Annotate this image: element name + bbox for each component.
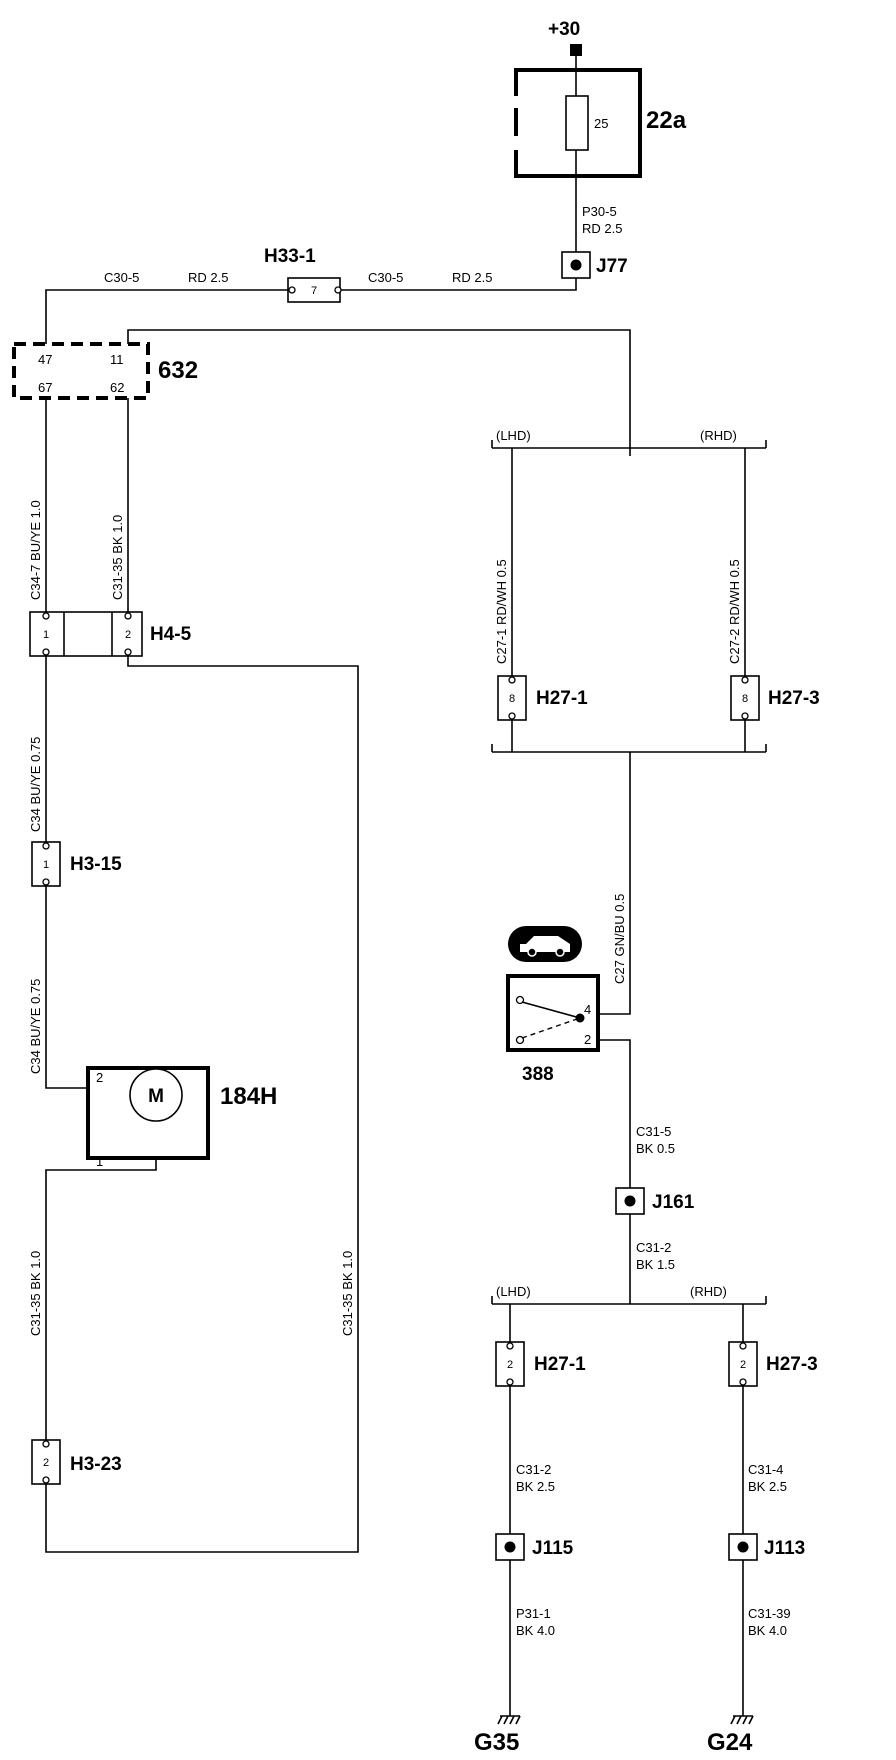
wire-c30-5-left-spec: RD 2.5 xyxy=(188,270,228,285)
svg-text:8: 8 xyxy=(509,693,515,705)
connector-h27-1-top-label: H27-1 xyxy=(536,688,588,709)
motor-symbol: M xyxy=(148,1086,164,1107)
ground-g24-label: G24 xyxy=(707,1729,753,1756)
variant-rhd-lower: (RHD) xyxy=(690,1284,727,1299)
svg-text:7: 7 xyxy=(311,285,317,297)
splice-j161-label: J161 xyxy=(652,1192,695,1213)
wire-c31-35-right-label: C31-35 BK 1.0 xyxy=(340,1251,355,1336)
variant-lhd-upper: (LHD) xyxy=(496,428,531,443)
wire-c34-a-label: C34 BU/YE 0.75 xyxy=(28,737,43,832)
connector-h27-3-top-label: H27-3 xyxy=(768,688,820,709)
connector-h33-1: H33-1 7 xyxy=(264,246,342,303)
svg-text:8: 8 xyxy=(742,693,748,705)
splice-j77: J77 xyxy=(561,251,628,279)
wire-c34-7-label: C34-7 BU/YE 1.0 xyxy=(28,500,43,600)
splice-j161: J161 xyxy=(615,1187,695,1215)
wire-p31-1-spec: BK 4.0 xyxy=(516,1623,555,1638)
connector-632-label: 632 xyxy=(158,357,198,384)
wire-c31-4-code: C31-4 xyxy=(748,1462,783,1477)
trunk-icon xyxy=(508,926,582,962)
wire-c31-4-spec: BK 2.5 xyxy=(748,1479,787,1494)
connector-h27-3-bottom: 2 H27-3 xyxy=(728,1341,818,1387)
fuse-rating: 25 xyxy=(594,116,608,131)
motor-label: 184H xyxy=(220,1083,277,1110)
wire-c30-5-right-spec: RD 2.5 xyxy=(452,270,492,285)
svg-text:2: 2 xyxy=(507,1359,513,1371)
splice-j113: J113 xyxy=(728,1533,805,1561)
svg-text:2: 2 xyxy=(740,1359,746,1371)
wire-p30-5-code: P30-5 xyxy=(582,204,617,219)
power-supply: +30 xyxy=(548,19,582,56)
wire-c31-35-top-label: C31-35 BK 1.0 xyxy=(110,515,125,600)
svg-text:2: 2 xyxy=(584,1032,591,1047)
connector-h4-5: 1 2 H4-5 xyxy=(29,611,192,657)
wire-c31-2-upper-code: C31-2 xyxy=(636,1240,671,1255)
connector-h3-15-label: H3-15 xyxy=(70,854,122,875)
wire-c34-b-label: C34 BU/YE 0.75 xyxy=(28,979,43,1074)
splice-j115-label: J115 xyxy=(532,1538,574,1559)
wire-c27-2-label: C27-2 RD/WH 0.5 xyxy=(727,559,742,664)
wire-c30-5-right-code: C30-5 xyxy=(368,270,403,285)
wire-c31-39-code: C31-39 xyxy=(748,1606,791,1621)
connector-h33-1-label: H33-1 xyxy=(264,246,316,267)
svg-text:4: 4 xyxy=(584,1002,591,1017)
ground-g35-label: G35 xyxy=(474,1729,519,1756)
connector-h3-23-label: H3-23 xyxy=(70,1454,122,1475)
wire-c31-2-lower-code: C31-2 xyxy=(516,1462,551,1477)
wire-c31-35-left-label: C31-35 BK 1.0 xyxy=(28,1251,43,1336)
wire-c30-5-left-code: C30-5 xyxy=(104,270,139,285)
connector-632: 47 11 67 62 632 xyxy=(12,342,198,400)
svg-text:62: 62 xyxy=(110,380,124,395)
wire-c31-2-upper-spec: BK 1.5 xyxy=(636,1257,675,1272)
variant-lhd-lower: (LHD) xyxy=(496,1284,531,1299)
wire-c31-2-lower-spec: BK 2.5 xyxy=(516,1479,555,1494)
svg-text:47: 47 xyxy=(38,352,52,367)
wire-c31-5-code: C31-5 xyxy=(636,1124,671,1139)
ground-g35: G35 xyxy=(474,1715,521,1756)
svg-text:2: 2 xyxy=(43,1457,49,1469)
wire-p30-5-spec: RD 2.5 xyxy=(582,221,622,236)
wire-c27-1-label: C27-1 RD/WH 0.5 xyxy=(494,559,509,664)
fuse-id: 22a xyxy=(646,107,687,134)
wire-p31-1-code: P31-1 xyxy=(516,1606,551,1621)
svg-text:2: 2 xyxy=(96,1070,103,1085)
svg-text:1: 1 xyxy=(43,859,49,871)
connector-h27-1-bottom-label: H27-1 xyxy=(534,1354,586,1375)
connector-h4-5-label: H4-5 xyxy=(150,624,192,645)
svg-text:11: 11 xyxy=(110,352,124,367)
supply-terminal xyxy=(570,44,582,56)
wires xyxy=(45,52,767,1716)
splice-j77-label: J77 xyxy=(596,256,628,277)
connector-h3-23: 2 H3-23 xyxy=(31,1439,122,1485)
fuse-element xyxy=(565,95,589,151)
svg-text:2: 2 xyxy=(125,629,131,641)
ground-g24: G24 xyxy=(707,1715,754,1756)
connector-h27-1-top: 8 H27-1 xyxy=(497,675,588,721)
connector-h3-15: 1 H3-15 xyxy=(31,841,122,887)
connector-h27-3-bottom-label: H27-3 xyxy=(766,1354,818,1375)
splice-j115: J115 xyxy=(495,1533,574,1561)
switch-388-label: 388 xyxy=(522,1064,554,1085)
wire-c27-label: C27 GN/BU 0.5 xyxy=(612,894,627,984)
svg-text:67: 67 xyxy=(38,380,52,395)
supply-label: +30 xyxy=(548,19,580,40)
motor-184h: M 2 1 184H xyxy=(86,1066,277,1169)
fuse-box xyxy=(514,68,642,178)
connector-h27-1-bottom: 2 H27-1 xyxy=(495,1341,586,1387)
svg-text:1: 1 xyxy=(96,1154,103,1169)
wire-c31-5-spec: BK 0.5 xyxy=(636,1141,675,1156)
switch-388: 4 2 388 xyxy=(506,974,600,1085)
connector-h27-3-top: 8 H27-3 xyxy=(730,675,820,721)
wire-c31-39-spec: BK 4.0 xyxy=(748,1623,787,1638)
fuse-22a: 25 22a xyxy=(514,68,687,178)
svg-text:1: 1 xyxy=(43,629,49,641)
splice-j113-label: J113 xyxy=(764,1538,805,1559)
variant-rhd-upper: (RHD) xyxy=(700,428,737,443)
